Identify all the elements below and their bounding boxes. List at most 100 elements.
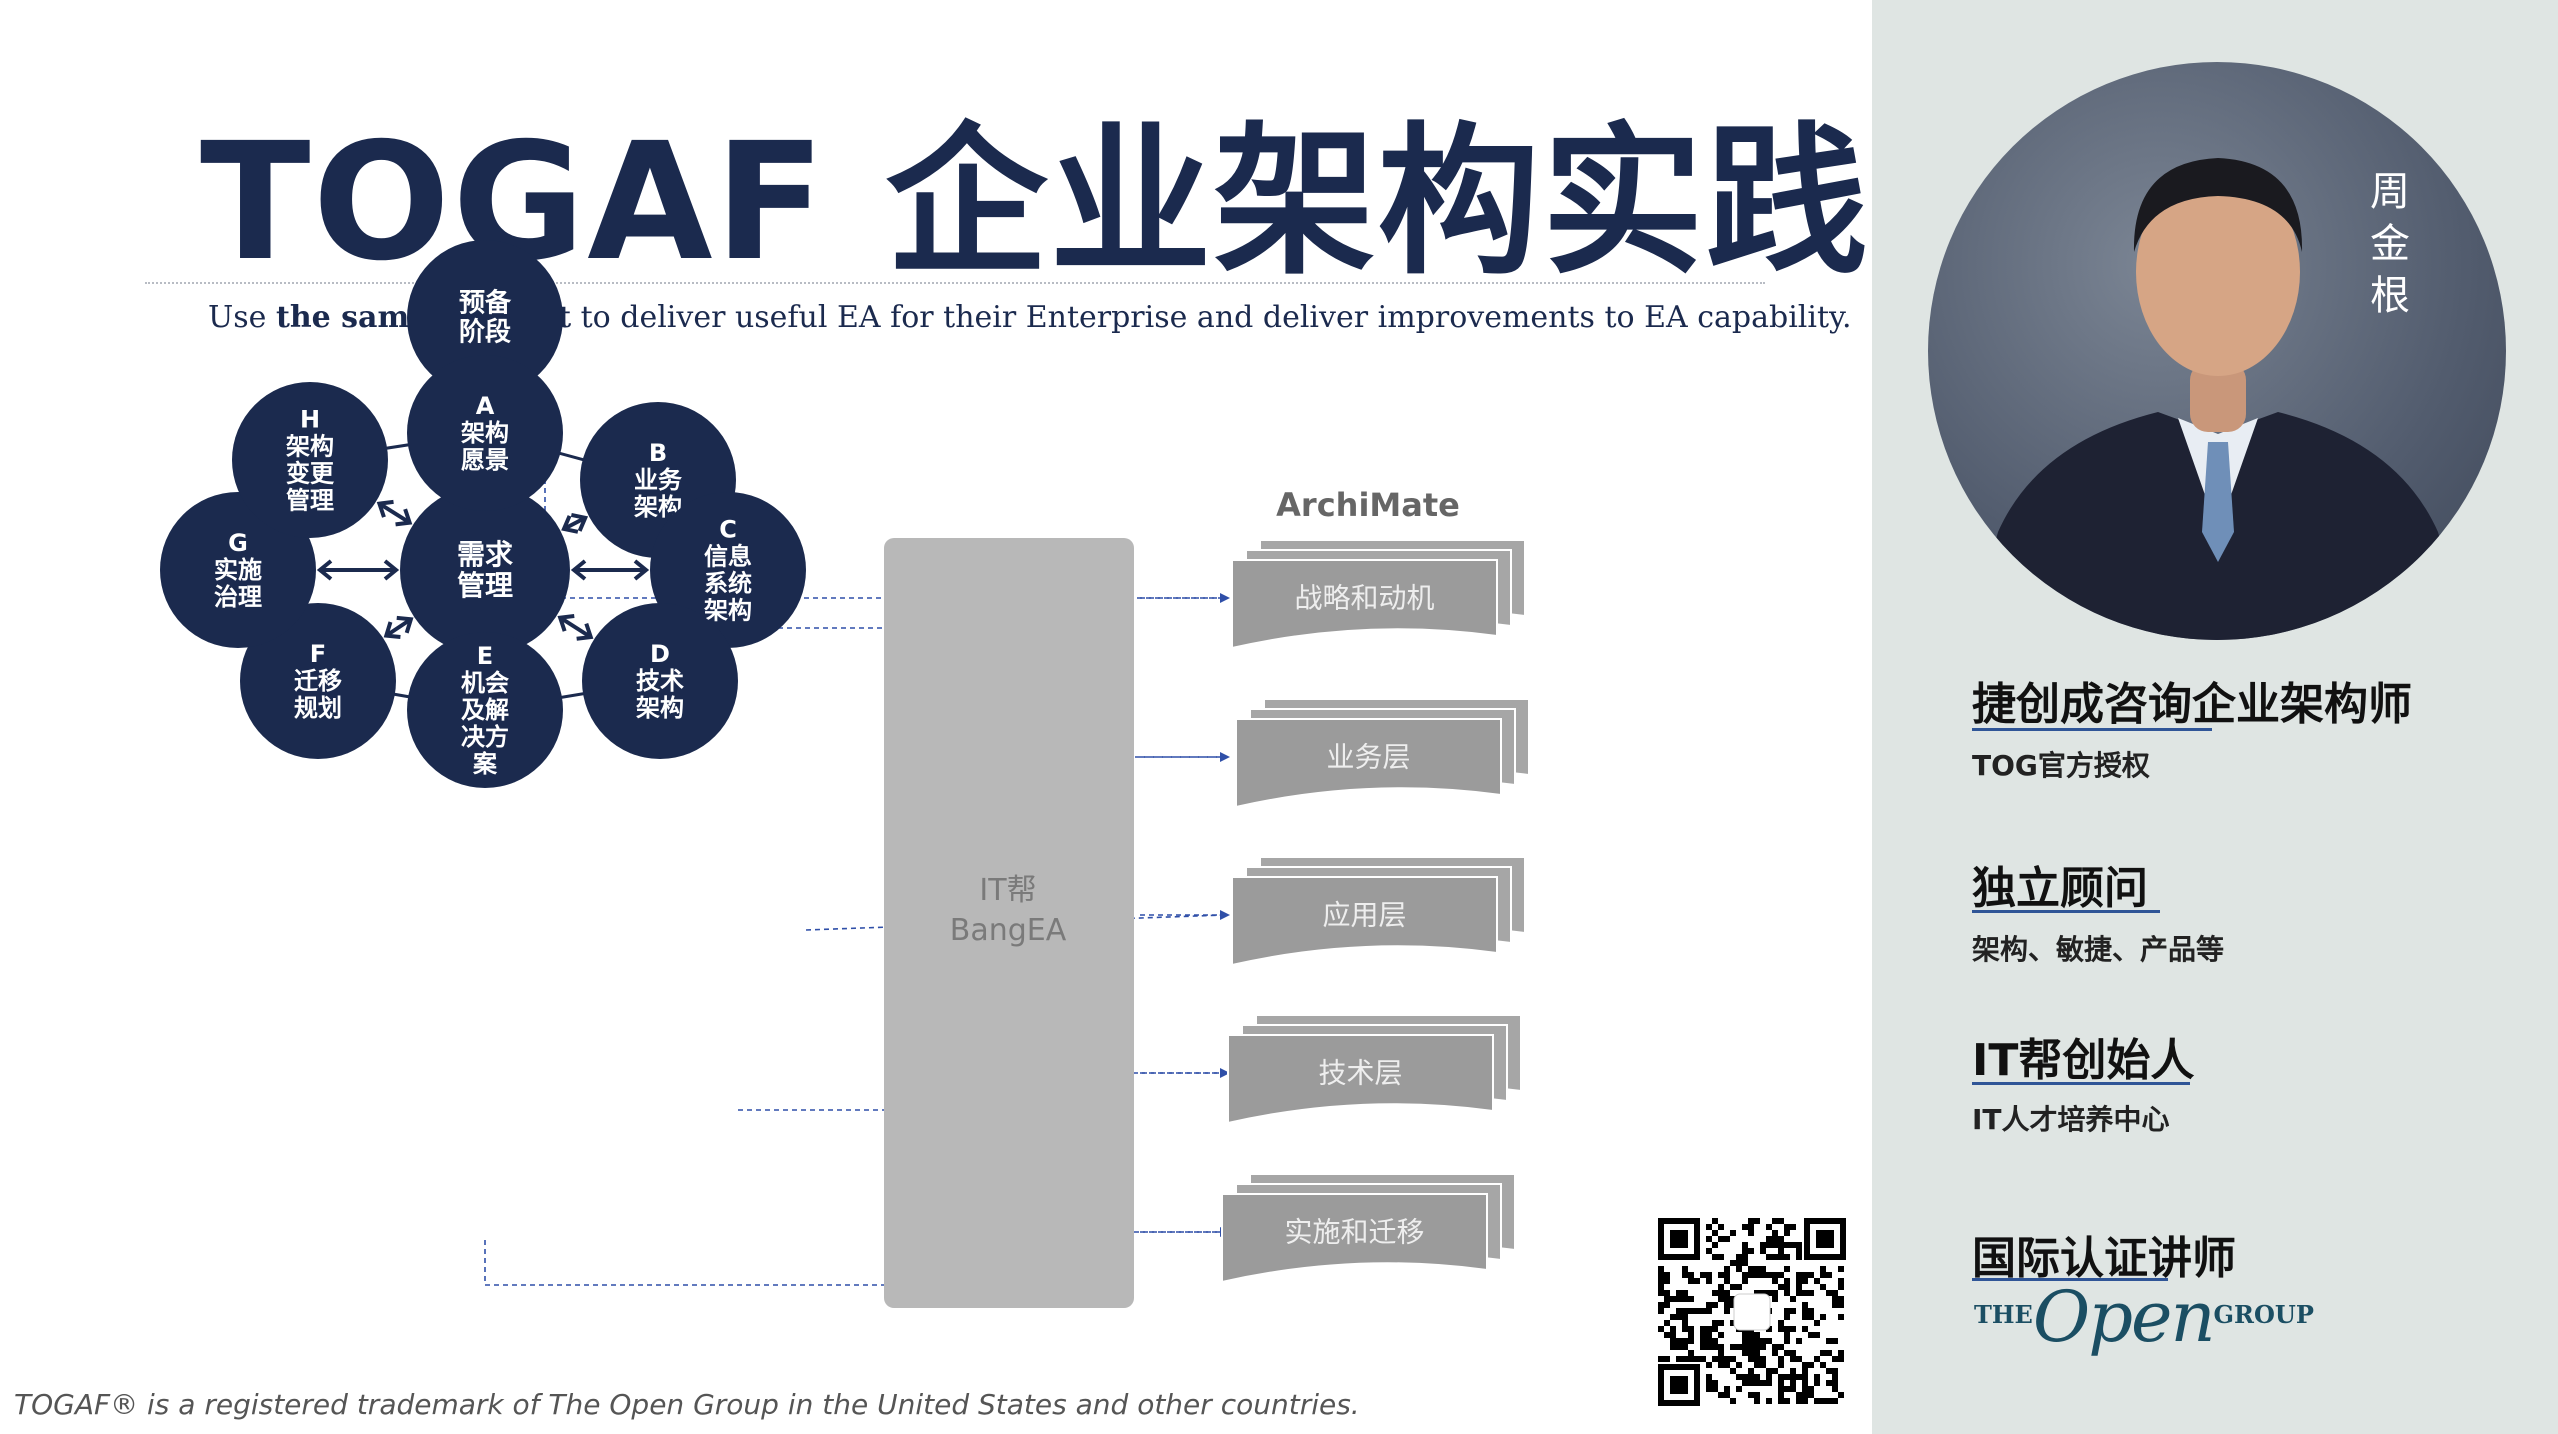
qr-module [1826, 1338, 1832, 1344]
qr-module [1658, 1308, 1664, 1314]
qr-finder-core [1816, 1230, 1834, 1248]
qr-module [1742, 1224, 1748, 1230]
layer-page [1231, 559, 1498, 650]
qr-module [1790, 1380, 1796, 1386]
qr-module [1688, 1338, 1694, 1344]
phase-c-label-line: 架构 [704, 596, 752, 624]
qr-module [1802, 1290, 1808, 1296]
qr-module [1808, 1314, 1814, 1320]
qr-module [1760, 1380, 1766, 1386]
qr-module [1814, 1356, 1820, 1362]
qr-module [1826, 1380, 1832, 1386]
qr-code-icon [1654, 1214, 1850, 1410]
qr-module [1700, 1344, 1706, 1350]
qr-module [1760, 1248, 1766, 1254]
qr-module [1760, 1242, 1766, 1248]
qr-module [1742, 1350, 1748, 1356]
qr-module [1796, 1272, 1802, 1278]
qr-module [1796, 1392, 1802, 1398]
phase-g-label-line: 治理 [214, 583, 262, 611]
qr-module [1778, 1284, 1784, 1290]
double-arrow-5 [383, 615, 414, 640]
phase-e-label-line: 决方 [461, 723, 509, 751]
qr-module [1754, 1362, 1760, 1368]
qr-module [1658, 1356, 1664, 1362]
phase-d-label-line: D [650, 640, 670, 668]
qr-module [1688, 1272, 1694, 1278]
qr-module [1712, 1290, 1718, 1296]
qr-module [1706, 1278, 1712, 1284]
qr-module [1664, 1356, 1670, 1362]
qr-module [1658, 1290, 1664, 1296]
qr-module [1724, 1278, 1730, 1284]
qr-module [1712, 1218, 1718, 1224]
role-sub-1: TOG官方授权 [1972, 749, 2150, 782]
open-group-logo: THEOpenGROUP [1974, 1276, 2314, 1358]
qr-module [1754, 1344, 1760, 1350]
qr-module [1832, 1302, 1838, 1308]
qr-module [1754, 1380, 1760, 1386]
qr-module [1778, 1236, 1784, 1242]
qr-module [1802, 1368, 1808, 1374]
qr-module [1808, 1290, 1814, 1296]
qr-module [1718, 1224, 1724, 1230]
qr-module [1772, 1236, 1778, 1242]
qr-module [1802, 1380, 1808, 1386]
qr-module [1802, 1386, 1808, 1392]
phase-g-label-line: 实施 [214, 556, 262, 584]
qr-module [1784, 1338, 1790, 1344]
qr-module [1838, 1296, 1844, 1302]
qr-module [1742, 1338, 1748, 1344]
qr-module [1808, 1362, 1814, 1368]
name-char-3: 根 [2370, 273, 2410, 319]
qr-module [1730, 1260, 1736, 1266]
speaker-name: 周 金 根 [2368, 166, 2412, 322]
qr-module [1772, 1218, 1778, 1224]
qr-module [1682, 1290, 1688, 1296]
qr-module [1772, 1254, 1778, 1260]
qr-module [1676, 1344, 1682, 1350]
qr-module [1688, 1278, 1694, 1284]
phase-c-label-line: 信息 [704, 543, 752, 571]
qr-module [1784, 1230, 1790, 1236]
qr-module [1694, 1356, 1700, 1362]
qr-module [1796, 1398, 1802, 1404]
role-underline-3 [1972, 1082, 2190, 1085]
qr-module [1832, 1338, 1838, 1344]
qr-module [1664, 1278, 1670, 1284]
qr-module [1718, 1296, 1724, 1302]
qr-module [1832, 1374, 1838, 1380]
phase-b-label-line: B [649, 439, 667, 467]
qr-logo [1733, 1293, 1771, 1331]
qr-module [1718, 1272, 1724, 1278]
qr-module [1718, 1350, 1724, 1356]
qr-module [1724, 1290, 1730, 1296]
phase-e-label-line: 机会 [461, 669, 509, 697]
qr-module [1766, 1254, 1772, 1260]
qr-module [1778, 1272, 1784, 1278]
subtitle-pre: Use [208, 300, 276, 335]
qr-module [1838, 1266, 1844, 1272]
qr-module [1778, 1380, 1784, 1386]
trademark-footnote: TOGAF® is a registered trademark of The … [14, 1388, 1360, 1421]
qr-module [1802, 1314, 1808, 1320]
phase-h-node [232, 382, 388, 538]
qr-module [1784, 1332, 1790, 1338]
qr-module [1724, 1356, 1730, 1362]
qr-module [1736, 1362, 1742, 1368]
qr-module [1826, 1398, 1832, 1404]
qr-module [1688, 1332, 1694, 1338]
qr-module [1676, 1296, 1682, 1302]
qr-module [1724, 1308, 1730, 1314]
qr-module [1712, 1386, 1718, 1392]
qr-module [1838, 1350, 1844, 1356]
layer-label: 应用层 [1322, 899, 1406, 932]
qr-module [1706, 1374, 1712, 1380]
qr-module [1736, 1266, 1742, 1272]
qr-module [1838, 1302, 1844, 1308]
qr-module [1796, 1278, 1802, 1284]
qr-module [1802, 1374, 1808, 1380]
qr-module [1742, 1380, 1748, 1386]
qr-module [1772, 1290, 1778, 1296]
